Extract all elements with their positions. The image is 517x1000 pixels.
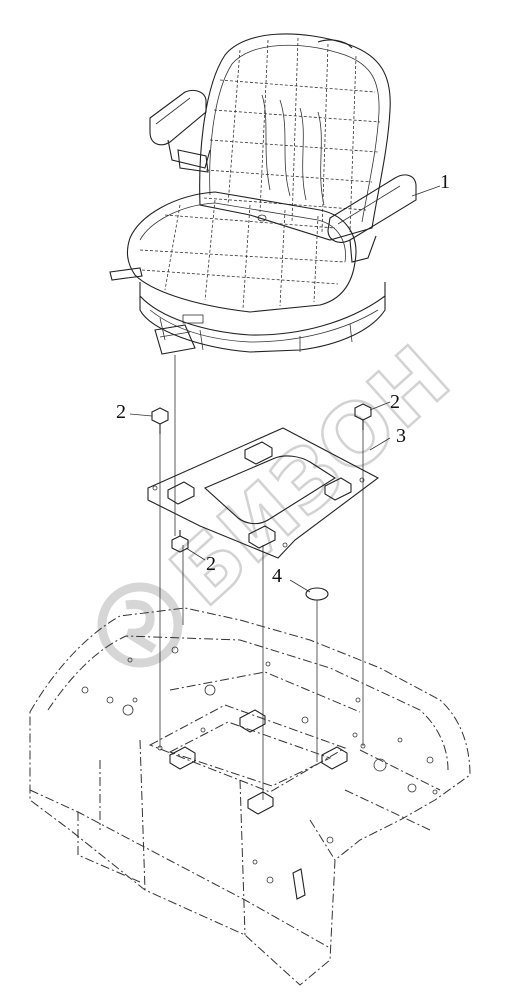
bolt-right-top (354, 403, 372, 430)
bolt-bottom (171, 530, 189, 553)
callout-4-plug: 4 (272, 565, 282, 587)
callout-2-bolt-left: 2 (116, 401, 126, 423)
alignment-lines (159, 355, 364, 800)
bolt-left-top (151, 407, 169, 434)
callout-leaders (129, 185, 441, 593)
watermark-text: БИЗОН (153, 327, 468, 624)
watermark: БИЗОН (97, 326, 469, 668)
cab-floor-panel (29, 607, 471, 986)
plug (305, 587, 329, 601)
callout-3-mounting-plate: 3 (396, 425, 406, 447)
callout-2-bolt-right: 2 (390, 391, 400, 413)
callout-1-seat: 1 (440, 171, 450, 193)
operator-seat (109, 33, 417, 355)
mounting-plate (147, 427, 380, 559)
callout-2-bolt-bottom: 2 (206, 553, 216, 575)
